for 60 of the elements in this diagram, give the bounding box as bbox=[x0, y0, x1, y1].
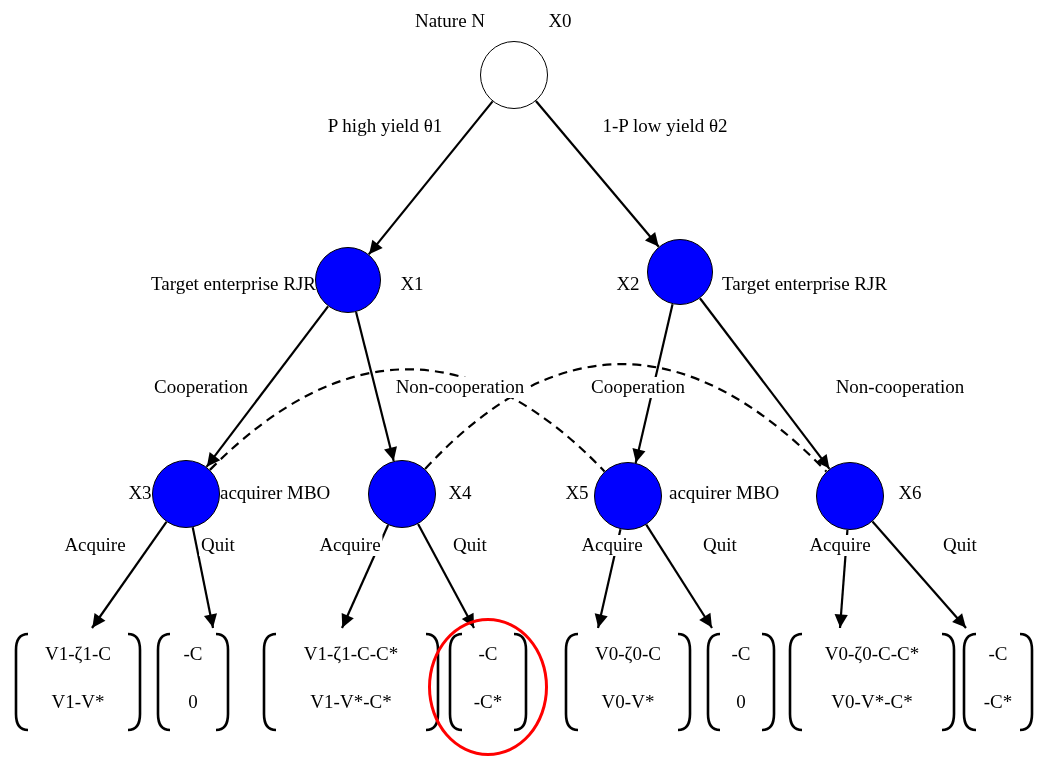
edge-label: Acquire bbox=[579, 535, 645, 556]
edge-label: Quit bbox=[941, 535, 979, 556]
edge-label: Acquire bbox=[317, 535, 383, 556]
arrow bbox=[205, 305, 329, 468]
decision-node bbox=[647, 239, 713, 305]
payoff-value: V0-V* bbox=[600, 692, 656, 713]
payoff-value: -C bbox=[477, 644, 499, 665]
decision-node bbox=[816, 462, 884, 530]
decision-node bbox=[594, 462, 662, 530]
payoff-value: V1-ζ1-C-C* bbox=[302, 644, 400, 665]
arrow bbox=[645, 524, 713, 629]
node-label: X4 bbox=[448, 483, 472, 504]
payoff-value: V1-V* bbox=[50, 692, 106, 713]
payoff-value: V0-ζ0-C-C* bbox=[823, 644, 921, 665]
edge-label: Non-cooperation bbox=[393, 377, 527, 398]
edge-label: Cooperation bbox=[152, 377, 250, 398]
payoff-value: -C bbox=[182, 644, 204, 665]
arrow bbox=[871, 520, 967, 629]
arrow bbox=[699, 297, 831, 470]
node-label: X5 bbox=[565, 483, 589, 504]
payoff-value: 0 bbox=[187, 692, 199, 713]
payoff-value: -C bbox=[987, 644, 1009, 665]
payoff-value: -C* bbox=[472, 692, 504, 713]
arrow bbox=[535, 100, 660, 248]
edge-label: Cooperation bbox=[589, 377, 687, 398]
information-set-line bbox=[424, 363, 828, 473]
payoff-value: V0-V*-C* bbox=[830, 692, 914, 713]
arrow bbox=[367, 100, 494, 256]
edge-label: Quit bbox=[701, 535, 739, 556]
node-label: acquirer MBO bbox=[669, 483, 780, 504]
payoff-value: -C* bbox=[982, 692, 1014, 713]
node-label: X0 bbox=[548, 11, 572, 32]
payoff-value: V0-ζ0-C bbox=[594, 644, 662, 665]
node-label: Nature N bbox=[414, 11, 486, 32]
arrow bbox=[355, 311, 397, 462]
information-set-line bbox=[209, 368, 606, 473]
payoff-value: -C bbox=[730, 644, 752, 665]
node-label: X6 bbox=[898, 483, 922, 504]
arrow bbox=[632, 303, 674, 464]
arrow bbox=[191, 527, 217, 629]
payoff-value: V1-V*-C* bbox=[309, 692, 393, 713]
node-label: Target enterprise RJR bbox=[722, 274, 888, 295]
decision-node bbox=[152, 460, 220, 528]
edge-label: Quit bbox=[451, 535, 489, 556]
decision-node bbox=[315, 247, 381, 313]
payoff-value: 0 bbox=[735, 692, 747, 713]
edge-label: Quit bbox=[199, 535, 237, 556]
edge-label: P high yield θ1 bbox=[325, 116, 445, 137]
payoff-value: V1-ζ1-C bbox=[44, 644, 112, 665]
node-label: Target enterprise RJR bbox=[150, 274, 316, 295]
arrow bbox=[417, 523, 475, 629]
arrow bbox=[91, 521, 168, 629]
node-label: acquirer MBO bbox=[220, 483, 331, 504]
highlight-ellipse bbox=[428, 618, 548, 756]
node-label: X3 bbox=[128, 483, 152, 504]
edge-label: Non-cooperation bbox=[833, 377, 967, 398]
node-label: X2 bbox=[616, 274, 640, 295]
edge-label: Acquire bbox=[807, 535, 873, 556]
edge-label: Acquire bbox=[62, 535, 128, 556]
node-label: X1 bbox=[400, 274, 424, 295]
